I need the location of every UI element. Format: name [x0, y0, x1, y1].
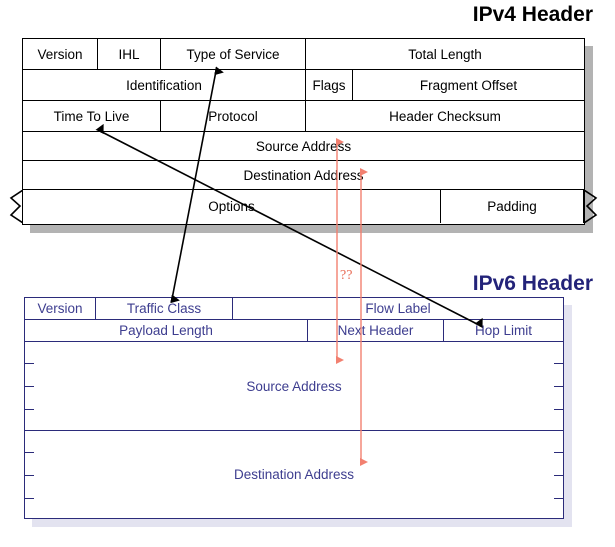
- ipv6-word-tick: [25, 475, 34, 476]
- question-marks-annotation: ??: [340, 268, 353, 283]
- ipv4-field-options: Options: [23, 190, 441, 223]
- ipv6-word-tick: [554, 452, 563, 453]
- ipv6-word-tick: [25, 452, 34, 453]
- ipv4-row-2: Identification Flags Fragment Offset: [23, 70, 584, 101]
- ipv6-field-next-header: Next Header: [308, 320, 444, 341]
- ipv4-field-header-checksum: Header Checksum: [389, 108, 501, 124]
- ipv4-field-source-address: Source Address: [255, 138, 352, 154]
- ipv6-word-tick: [554, 409, 563, 410]
- ipv4-row-3: Time To Live Protocol Header Checksum: [23, 101, 584, 132]
- ipv6-word-tick: [554, 475, 563, 476]
- ipv6-word-tick: [25, 386, 34, 387]
- ipv6-word-tick: [25, 409, 34, 410]
- ipv6-header-title: IPv6 Header: [472, 272, 593, 295]
- ipv6-word-tick: [25, 363, 34, 364]
- ipv6-field-destination-address: Destination Address: [233, 467, 355, 482]
- ipv4-row-1: Version IHL Type of Service Total Length: [23, 39, 584, 70]
- ipv4-field-time-to-live: Time To Live: [23, 101, 161, 131]
- ipv6-field-payload-length: Payload Length: [25, 320, 308, 341]
- ipv4-row-5: Destination Address: [23, 161, 584, 190]
- ipv4-field-ihl: IHL: [98, 39, 161, 69]
- ipv6-word-tick: [554, 363, 563, 364]
- ipv4-header-table: Version IHL Type of Service Total Length…: [9, 38, 598, 225]
- ipv6-word-tick: [554, 498, 563, 499]
- ipv4-header-title: IPv4 Header: [472, 3, 593, 26]
- ipv6-row-4: Destination Address: [25, 431, 563, 518]
- ipv4-field-type-of-service: Type of Service: [161, 39, 306, 69]
- ipv6-header-table: Version Traffic Class Flow Label Payload…: [24, 297, 564, 519]
- ipv4-row-6: Options Padding: [9, 190, 598, 223]
- ipv4-field-padding: Padding: [441, 190, 584, 223]
- ipv6-field-hop-limit: Hop Limit: [474, 323, 533, 338]
- ipv4-field-total-length: Total Length: [408, 46, 482, 62]
- ipv6-row-2: Payload Length Next Header Hop Limit: [25, 320, 563, 342]
- ipv4-field-fragment-offset: Fragment Offset: [419, 77, 518, 93]
- right-jagged-edge-icon: [584, 190, 598, 223]
- ipv4-field-version: Version: [23, 39, 98, 69]
- ipv6-row-3: Source Address: [25, 342, 563, 431]
- ipv6-word-tick: [554, 386, 563, 387]
- ipv6-field-flow-label: Flow Label: [365, 301, 431, 316]
- ipv4-field-flags: Flags: [306, 70, 353, 100]
- ipv6-row-1: Version Traffic Class Flow Label: [25, 298, 563, 320]
- ipv6-field-traffic-class: Traffic Class: [96, 298, 233, 319]
- ipv4-row-4: Source Address: [23, 132, 584, 161]
- ipv4-field-protocol: Protocol: [161, 101, 306, 131]
- ipv6-field-source-address: Source Address: [246, 378, 342, 394]
- ipv4-field-destination-address: Destination Address: [243, 167, 364, 183]
- ipv6-field-version: Version: [25, 298, 96, 319]
- ipv4-field-identification: Identification: [23, 70, 306, 100]
- ipv6-word-tick: [25, 498, 34, 499]
- left-jagged-edge-icon: [9, 190, 23, 223]
